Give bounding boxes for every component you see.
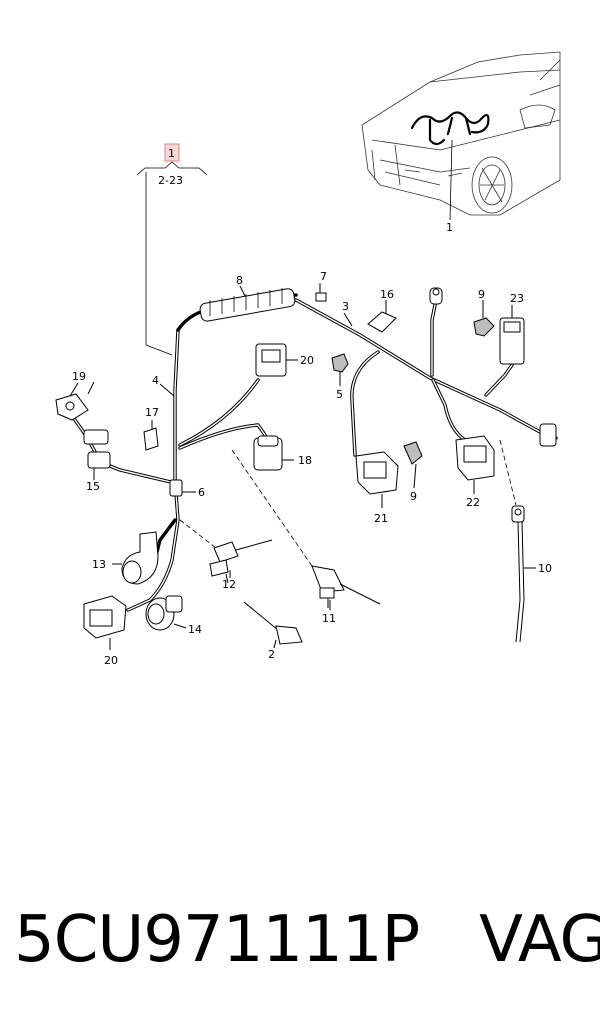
- main-harness: [68, 288, 558, 612]
- callout-4: 4: [152, 374, 159, 387]
- callout-5: 5: [336, 388, 343, 401]
- callout-16: 16: [380, 288, 394, 301]
- callout-6: 6: [198, 486, 205, 499]
- part-9-sensor-top: [473, 300, 495, 337]
- brand-name: VAG: [479, 903, 600, 977]
- reference-label: 2-23: [158, 174, 183, 187]
- ring-terminal: [429, 287, 443, 305]
- car-illustration: [361, 51, 561, 221]
- part-16-bracket: [367, 300, 397, 333]
- part-18-connector: [253, 435, 294, 471]
- part-17-clip: [143, 420, 159, 451]
- callout-22: 22: [466, 496, 480, 509]
- callout-9-middle: 9: [410, 490, 417, 503]
- part-6-clip: [169, 479, 196, 497]
- part-12-cable-tie: [179, 519, 273, 578]
- callout-20-top: 20: [300, 354, 314, 367]
- callout-13: 13: [92, 558, 106, 571]
- callout-15: 15: [86, 480, 100, 493]
- callout-1: 1: [168, 147, 175, 160]
- callout-2: 2: [268, 648, 275, 661]
- part-22-connector: [455, 435, 495, 494]
- callout-14: 14: [188, 623, 202, 636]
- leader-12: [225, 573, 229, 584]
- part-2-cable-tie: [243, 601, 303, 649]
- callout-7: 7: [320, 270, 327, 283]
- part-7-clip: [315, 283, 327, 302]
- callout-17: 17: [145, 406, 159, 419]
- callout-21: 21: [374, 512, 388, 525]
- part-footer: 5CU971111P VAG: [14, 895, 600, 985]
- part-9-sensor-middle: [403, 441, 423, 489]
- callout-23: 23: [510, 292, 524, 305]
- leader-3: [343, 312, 353, 327]
- callout-20-bottom: 20: [104, 654, 118, 667]
- leader-8: [239, 285, 246, 297]
- wiring-harness-diagram: 1 1 2-23: [55, 51, 561, 667]
- part-14-grommet: [145, 595, 187, 631]
- part-10-cable-tie: [499, 439, 536, 643]
- assembly-callout: 1 2-23: [136, 143, 208, 356]
- callout-box: [164, 143, 180, 162]
- callout-1-car: 1: [446, 221, 453, 234]
- part-15-grommet: [83, 429, 111, 480]
- part-20-connector-bottom: [83, 595, 127, 650]
- callout-8: 8: [236, 274, 243, 287]
- callout-12: 12: [222, 578, 236, 591]
- callout-18: 18: [298, 454, 312, 467]
- callout-19: 19: [72, 370, 86, 383]
- part-11-cable-tie: [231, 449, 381, 608]
- part-23-connector: [499, 305, 525, 365]
- leader-19: [87, 381, 95, 395]
- part-13-elbow: [112, 531, 159, 585]
- part-20-connector-top: [255, 343, 298, 377]
- leader-4: [159, 383, 175, 397]
- callout-3: 3: [342, 300, 349, 313]
- callout-10: 10: [538, 562, 552, 575]
- part-number: 5CU971111P: [14, 903, 420, 977]
- part-5-plug: [331, 353, 349, 386]
- callout-11: 11: [322, 612, 336, 625]
- callout-9-top: 9: [478, 288, 485, 301]
- part-21-connector: [355, 451, 399, 508]
- part-19-connector: [55, 382, 89, 421]
